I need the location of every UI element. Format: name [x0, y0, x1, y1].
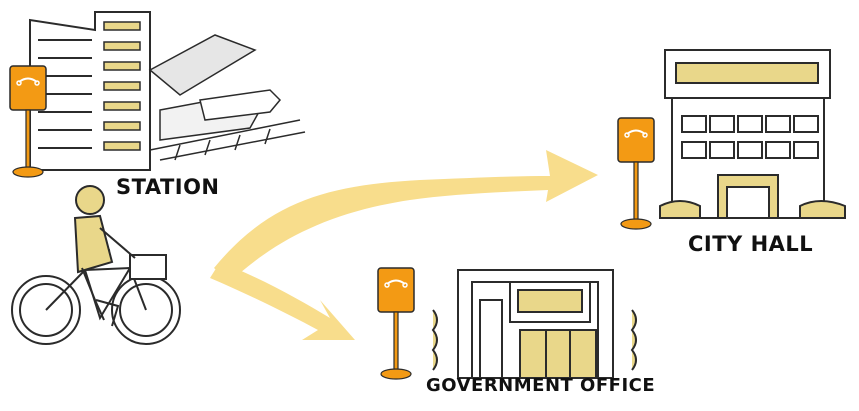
- station-building-icon: [29, 11, 257, 171]
- city-hall-label: CITY HALL: [688, 232, 814, 256]
- cyclist-icon: [11, 185, 181, 345]
- city-hall-icon: [659, 49, 846, 219]
- route-arrow-icon: [210, 150, 598, 340]
- bike-station-sign-icon: [377, 267, 415, 380]
- government-office-label: GOVERNMENT OFFICE: [426, 375, 656, 396]
- bike-station-sign-icon: [617, 117, 655, 230]
- train-icon: [149, 89, 306, 161]
- government-office-icon: [431, 269, 637, 379]
- station-label: STATION: [116, 175, 220, 199]
